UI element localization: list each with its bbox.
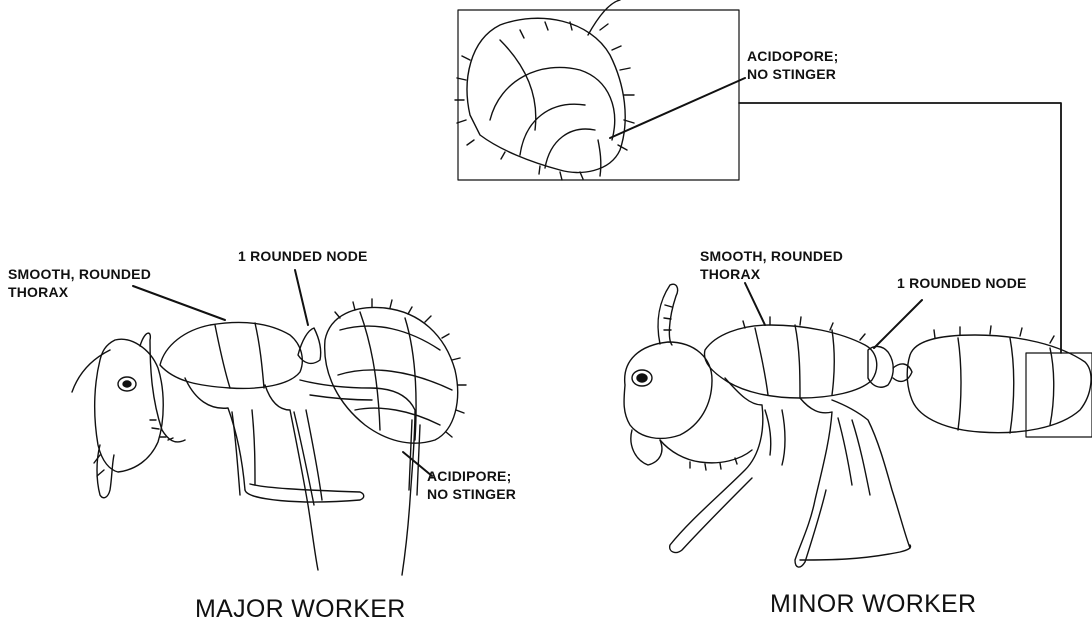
major-thorax-label: SMOOTH, ROUNDED THORAX [8, 265, 151, 301]
minor-thorax-callout-line [745, 283, 765, 325]
major-thorax-line-1: SMOOTH, ROUNDED [8, 265, 151, 283]
major-acidipore-line-1: ACIDIPORE; [427, 467, 516, 485]
inset-acidopore-line-1: ACIDOPORE; [747, 47, 838, 65]
minor-thorax-line-1: SMOOTH, ROUNDED [700, 247, 843, 265]
minor-worker-title: MINOR WORKER [770, 590, 976, 619]
inset-acidopore-line-2: NO STINGER [747, 65, 838, 83]
major-worker-ant-drawing [72, 299, 466, 575]
minor-thorax-label: SMOOTH, ROUNDED THORAX [700, 247, 843, 283]
gaster-closeup-drawing [455, 0, 739, 180]
major-node-callout-line [295, 270, 308, 325]
minor-node-label: 1 ROUNDED NODE [897, 274, 1027, 292]
minor-thorax-line-2: THORAX [700, 265, 843, 283]
inset-acidopore-callout-line [610, 78, 745, 138]
minor-worker-ant-drawing [624, 284, 1091, 567]
major-node-label: 1 ROUNDED NODE [238, 247, 368, 265]
inset-acidopore-label: ACIDOPORE; NO STINGER [747, 47, 838, 83]
minor-node-callout-line [874, 300, 922, 348]
major-worker-title: MAJOR WORKER [195, 595, 406, 624]
major-acidipore-line-2: NO STINGER [427, 485, 516, 503]
major-thorax-line-2: THORAX [8, 283, 151, 301]
major-acidipore-label: ACIDIPORE; NO STINGER [427, 467, 516, 503]
